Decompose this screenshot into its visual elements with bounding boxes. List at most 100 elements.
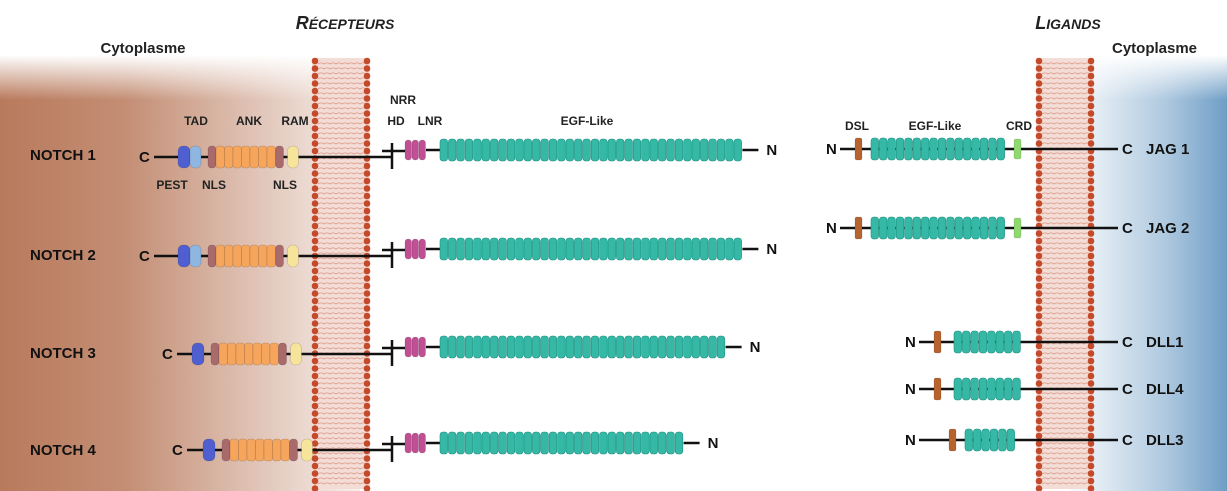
egf-repeat bbox=[498, 335, 507, 359]
lipid-head bbox=[1087, 170, 1095, 177]
egf-repeat bbox=[978, 377, 988, 401]
lipid-tail bbox=[317, 177, 367, 180]
egf-repeat bbox=[962, 330, 971, 354]
lipid-tail bbox=[317, 242, 367, 245]
lipid-tail bbox=[1041, 137, 1091, 140]
egf-repeat bbox=[929, 216, 938, 240]
lnr-repeat bbox=[404, 139, 412, 161]
egf-repeat bbox=[565, 138, 574, 162]
membrane-left bbox=[311, 57, 371, 491]
cytoplasm-right-fade bbox=[1070, 55, 1227, 100]
lipid-tail bbox=[1041, 317, 1091, 320]
egf-repeat bbox=[624, 431, 633, 455]
egf-repeat bbox=[574, 431, 583, 455]
egf-repeat bbox=[666, 335, 675, 359]
lipid-head bbox=[363, 102, 371, 110]
lipid-tail bbox=[317, 197, 367, 200]
lipid-head bbox=[1035, 170, 1043, 177]
egf-repeat bbox=[953, 377, 962, 401]
lipid-tail bbox=[1041, 102, 1091, 105]
egf-repeat bbox=[987, 330, 996, 354]
egf-repeat bbox=[971, 216, 980, 240]
egf-repeat bbox=[641, 431, 650, 455]
egf-repeat bbox=[574, 138, 583, 162]
lipid-head bbox=[1087, 87, 1095, 95]
lipid-head bbox=[311, 185, 319, 192]
lipid-tail bbox=[317, 232, 367, 235]
lipid-head bbox=[311, 95, 319, 102]
egf-repeat bbox=[557, 237, 566, 261]
lipid-tail bbox=[317, 327, 367, 330]
lipid-tail bbox=[317, 467, 367, 470]
lipid-tail bbox=[1041, 202, 1091, 205]
lipid-head bbox=[1035, 357, 1043, 365]
lnr-repeat bbox=[418, 238, 426, 260]
lipid-head bbox=[1035, 162, 1043, 170]
lipid-tail bbox=[1041, 377, 1091, 380]
lipid-tail bbox=[317, 402, 367, 405]
egf-repeat bbox=[557, 431, 566, 455]
lipid-head bbox=[311, 365, 319, 372]
egf-repeat bbox=[540, 431, 549, 455]
ank-repeat bbox=[238, 438, 248, 462]
c-terminus-label: C bbox=[1122, 141, 1133, 158]
egf-repeat bbox=[666, 138, 675, 162]
lipid-head bbox=[363, 305, 371, 312]
lipid-tail bbox=[1041, 247, 1091, 250]
n-terminus-label: N bbox=[708, 435, 719, 452]
lipid-head bbox=[1087, 290, 1095, 297]
lipid-head bbox=[311, 125, 319, 132]
egf-repeat bbox=[1006, 428, 1015, 452]
egf-repeat bbox=[490, 138, 499, 162]
egf-repeat bbox=[632, 431, 642, 455]
lipid-tail bbox=[317, 357, 367, 360]
lipid-tail bbox=[1041, 157, 1091, 160]
lipid-tail bbox=[317, 282, 367, 285]
lipid-head bbox=[1035, 425, 1043, 432]
egf-repeat bbox=[439, 237, 448, 261]
lipid-tail bbox=[1041, 482, 1091, 485]
lipid-tail bbox=[317, 482, 367, 485]
lipid-tail bbox=[317, 472, 367, 475]
lipid-tail bbox=[1041, 212, 1091, 215]
lipid-tail bbox=[1041, 257, 1091, 260]
lipid-tail bbox=[317, 262, 367, 265]
lipid-head bbox=[1087, 447, 1095, 455]
egf-repeat bbox=[954, 137, 963, 161]
lipid-head bbox=[1035, 312, 1043, 320]
lipid-tail bbox=[1041, 432, 1091, 435]
lipid-tail bbox=[317, 237, 367, 240]
egf-repeat bbox=[733, 138, 742, 162]
egf-repeat bbox=[590, 431, 600, 455]
egf-repeat bbox=[700, 138, 709, 162]
egf-repeat bbox=[582, 431, 591, 455]
egf-repeat bbox=[515, 237, 524, 261]
lipid-tail bbox=[1041, 72, 1091, 75]
lipid-tail bbox=[317, 292, 367, 295]
lipid-head bbox=[363, 110, 371, 117]
lipid-head bbox=[311, 477, 319, 485]
c-terminus-label: C bbox=[139, 248, 150, 265]
egf-repeat bbox=[683, 335, 692, 359]
egf-repeat bbox=[565, 335, 574, 359]
receptor-name: NOTCH 4 bbox=[30, 442, 96, 459]
lipid-head bbox=[311, 87, 319, 95]
egf-repeat bbox=[666, 237, 675, 261]
n-terminus-label: N bbox=[766, 142, 777, 159]
lipid-head bbox=[311, 275, 319, 282]
lipid-head bbox=[1035, 72, 1043, 80]
egf-repeat bbox=[548, 138, 558, 162]
egf-repeat bbox=[1012, 330, 1021, 354]
label-hd: HD bbox=[387, 114, 405, 128]
lipid-head bbox=[363, 440, 371, 447]
lipid-head bbox=[363, 125, 371, 132]
lipid-head bbox=[1035, 207, 1043, 215]
lipid-head bbox=[1087, 402, 1095, 410]
lipid-head bbox=[363, 275, 371, 282]
lipid-tail bbox=[317, 317, 367, 320]
egf-repeat bbox=[1004, 330, 1013, 354]
lipid-head bbox=[1087, 485, 1095, 491]
crd-domain bbox=[1013, 138, 1022, 160]
